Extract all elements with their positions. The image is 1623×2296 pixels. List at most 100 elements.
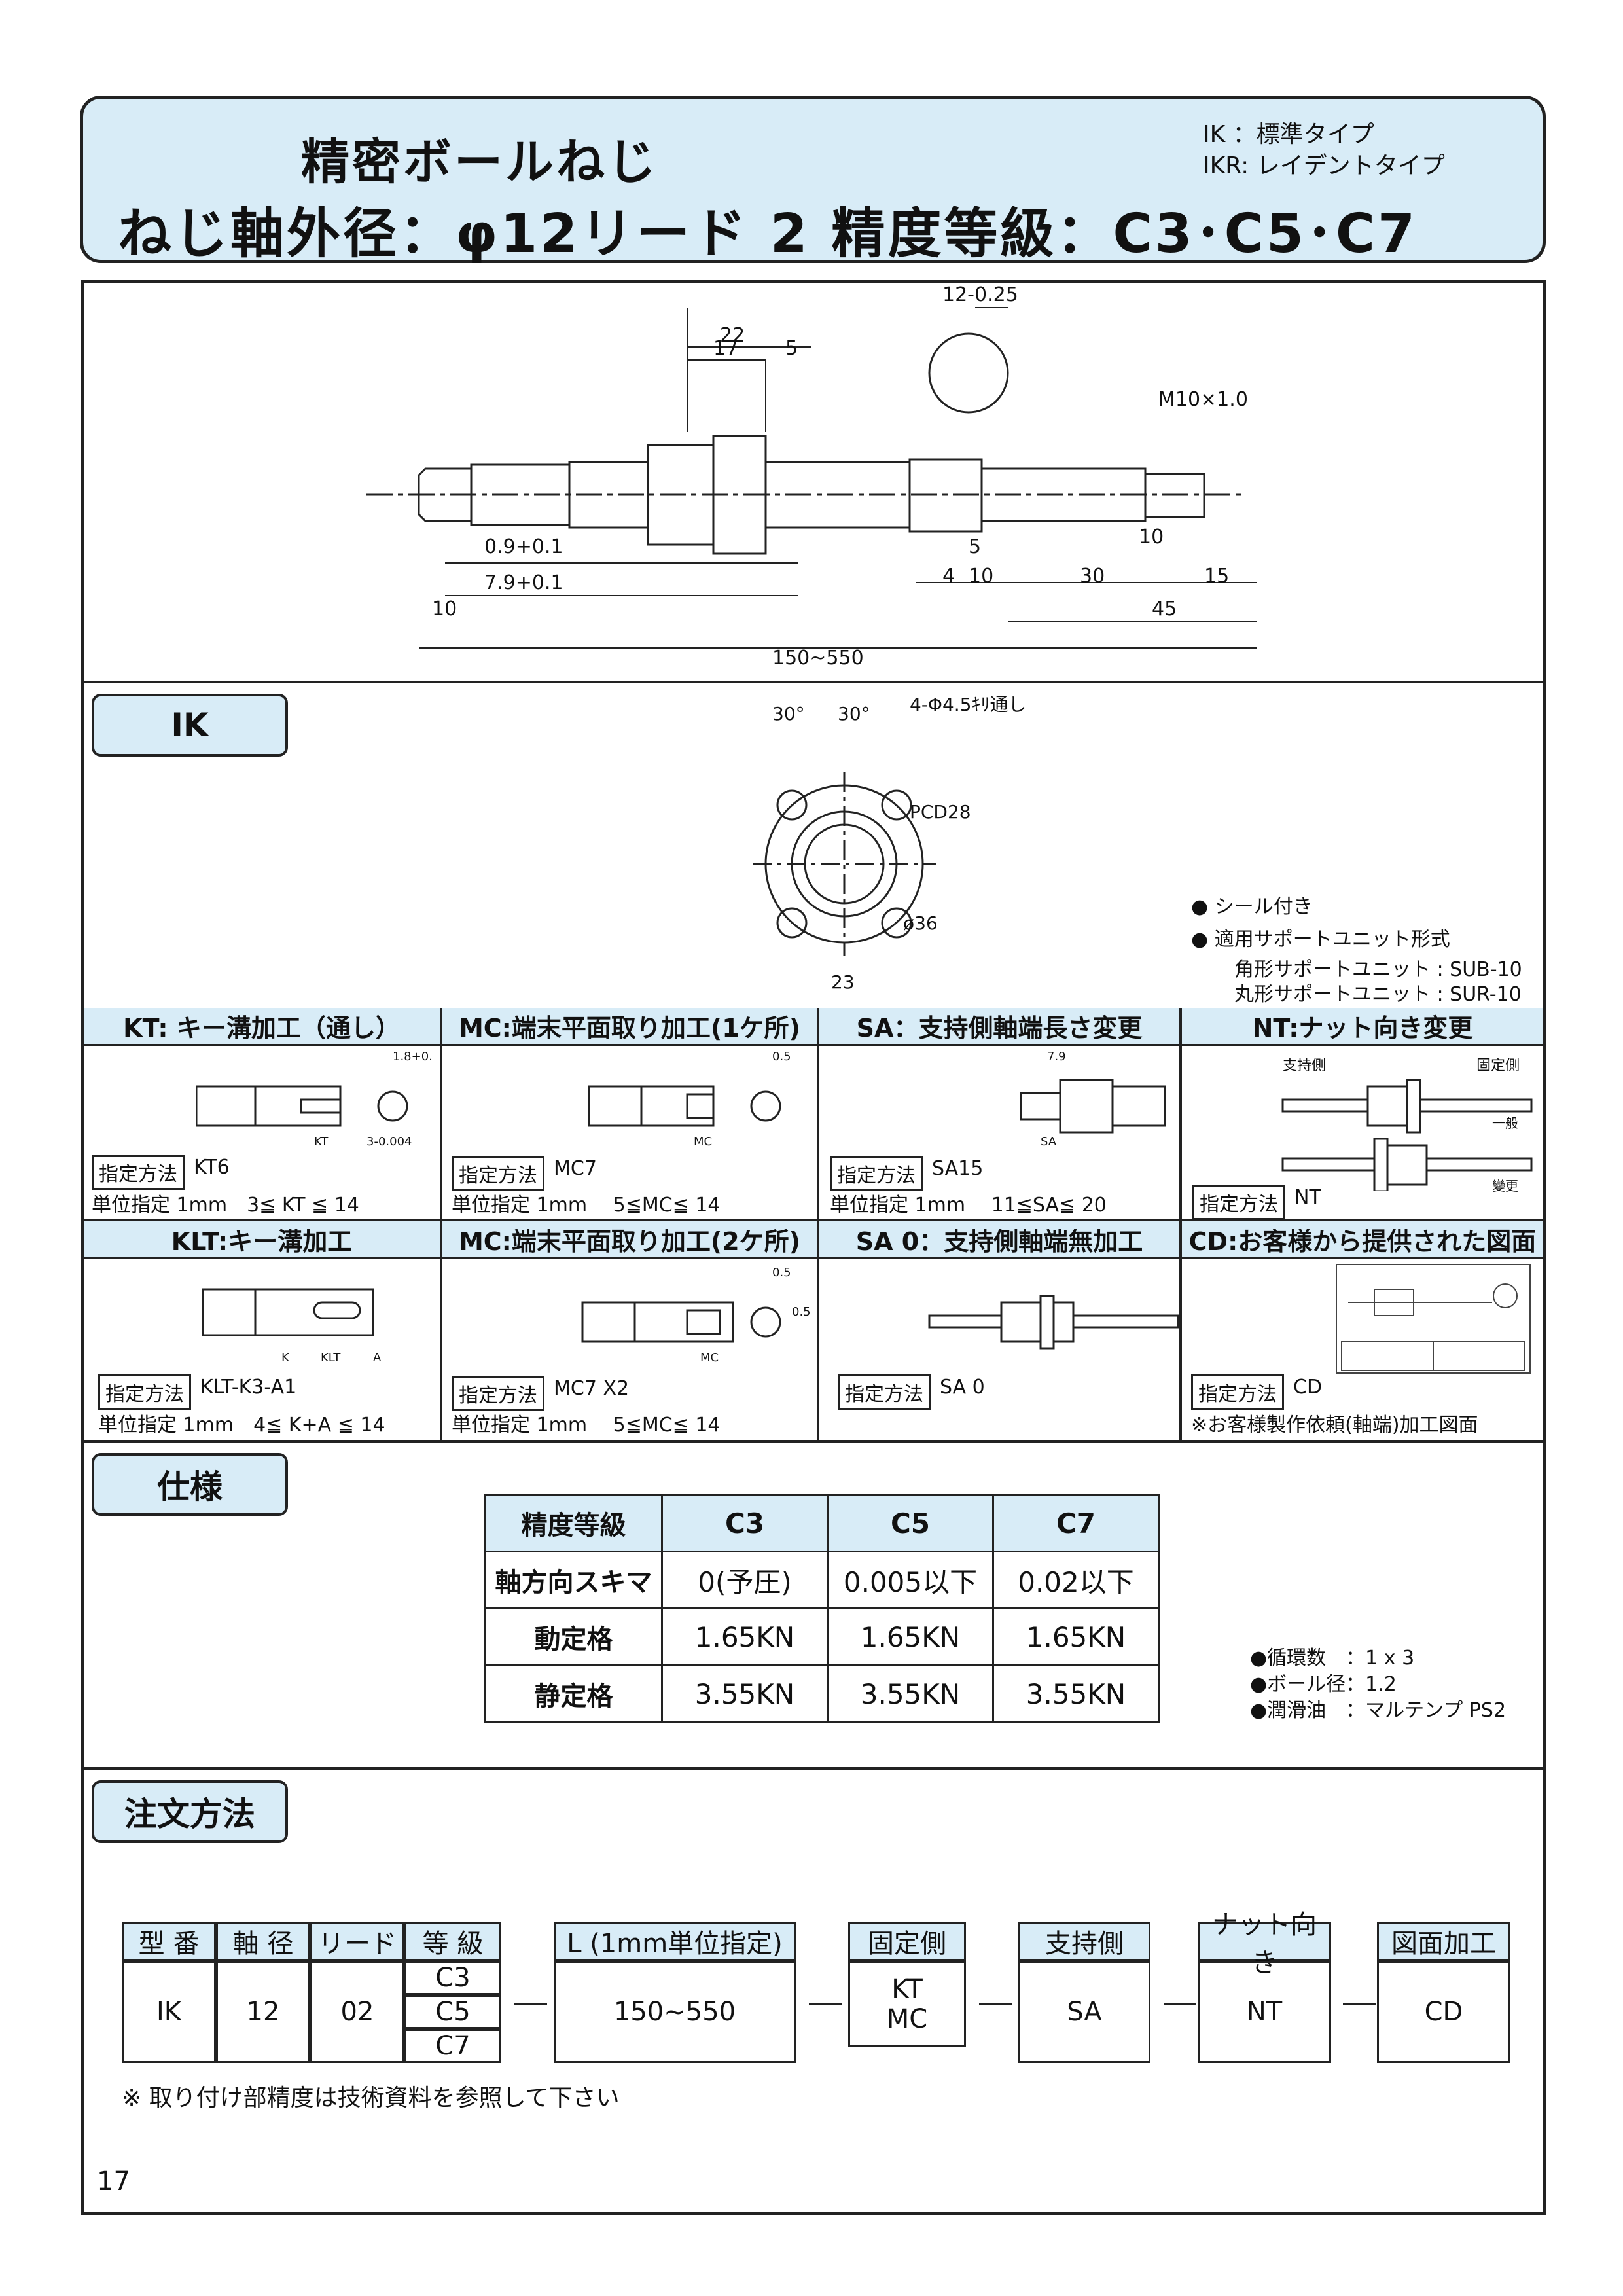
spec-row-label: 動定格	[484, 1607, 663, 1666]
spec-row-label: 静定格	[484, 1664, 663, 1723]
klt-spec-label: 指定方法	[98, 1374, 191, 1410]
svg-text:1.8+0.1: 1.8+0.1	[393, 1050, 432, 1064]
option-klt-title: KLT:キー溝加工	[84, 1221, 440, 1259]
svg-text:5: 5	[785, 337, 798, 360]
mc1-unit: 単位指定 1mm 5≦MC≦ 14	[452, 1194, 721, 1217]
content-frame	[81, 280, 1546, 2215]
spec-note-circuits: ●循環数 ：1 x 3	[1250, 1647, 1415, 1670]
spec-row-label: 軸方向スキマ	[484, 1551, 663, 1609]
spec-cell: 3.55KN	[661, 1664, 829, 1723]
sa0-drawing	[928, 1295, 1179, 1350]
mc2-spec-value: MC7 X2	[554, 1377, 630, 1400]
mc2-drawing: 0.50.5MC	[581, 1266, 811, 1365]
order-tag: 注文方法	[92, 1780, 288, 1843]
spec-cell: 1.65KN	[992, 1607, 1160, 1666]
option-mc2-title: MC:端末平面取り加工(2ケ所)	[442, 1221, 817, 1259]
svg-text:SA: SA	[1041, 1135, 1057, 1149]
order-drawing-val: CD	[1377, 1961, 1510, 2063]
type-ik-label: IK ：標準タイプ	[1203, 121, 1374, 148]
svg-text:23: 23	[831, 971, 855, 993]
order-nut-val: NT	[1198, 1961, 1331, 2063]
ballscrew-drawing: 12-0.25 22 17 5 M10×1.0 0.9+0.1 7.9+0.1 …	[366, 283, 1257, 670]
svg-text:15: 15	[1204, 565, 1229, 588]
svg-text:3-0.004: 3-0.004	[366, 1135, 412, 1149]
svg-text:K: K	[281, 1351, 290, 1365]
svg-text:30°: 30°	[838, 703, 870, 725]
spec-cell: 0(予圧)	[661, 1551, 829, 1609]
order-grade-c7: C7	[404, 2029, 501, 2063]
nt-changed-label: 變更	[1492, 1178, 1518, 1194]
spec-header-grade: 精度等級	[484, 1494, 663, 1552]
ik-note-seal: シール付き	[1214, 895, 1313, 918]
order-lead-head: リード	[310, 1922, 404, 1961]
order-note: ※ 取り付け部精度は技術資料を参照して下さい	[122, 2085, 620, 2111]
order-model-val: IK	[122, 1961, 216, 2063]
order-fixed-kt: KT	[891, 1974, 923, 2004]
svg-text:30: 30	[1080, 565, 1105, 588]
option-sa0-title: SA 0：支持側軸端無加工	[819, 1221, 1179, 1259]
kt-spec-value: KT6	[194, 1156, 230, 1179]
svg-text:12-0.25: 12-0.25	[942, 283, 1018, 306]
spec-cell: 1.65KN	[661, 1607, 829, 1666]
svg-text:M10×1.0: M10×1.0	[1158, 388, 1248, 411]
svg-text:22: 22	[720, 324, 745, 347]
svg-text:10: 10	[1139, 526, 1164, 548]
spec-header-c7: C7	[992, 1494, 1160, 1552]
svg-text:A: A	[373, 1351, 382, 1365]
cd-drawing-thumbnail	[1336, 1264, 1531, 1374]
spec-cell: 0.02以下	[992, 1551, 1160, 1609]
nt-side-support: 支持側	[1283, 1058, 1327, 1074]
nt-normal-label: 一般	[1492, 1115, 1518, 1131]
svg-text:0.5: 0.5	[772, 1266, 791, 1280]
svg-text:0.9+0.1: 0.9+0.1	[484, 535, 563, 558]
order-support-val: SA	[1018, 1961, 1150, 2063]
option-nt-title: NT:ナット向き変更	[1182, 1008, 1543, 1046]
sa-unit: 単位指定 1mm 11≦SA≦ 20	[830, 1194, 1107, 1217]
spec-table: 精度等級 C3 C5 C7 軸方向スキマ 0(予圧) 0.005以下 0.02以…	[484, 1494, 1160, 1723]
ik-tag: IK	[92, 694, 288, 757]
mc2-unit: 単位指定 1mm 5≦MC≦ 14	[452, 1414, 721, 1437]
mc1-spec-value: MC7	[554, 1157, 597, 1180]
svg-text:ø36: ø36	[903, 912, 938, 934]
order-drawing-head: 図面加工	[1377, 1922, 1510, 1961]
svg-text:KT: KT	[314, 1135, 329, 1149]
kt-spec-label: 指定方法	[92, 1155, 185, 1190]
kt-drawing: 1.8+0.1 3-0.004 KT	[196, 1050, 432, 1149]
svg-text:0.5: 0.5	[772, 1050, 791, 1064]
nt-spec-value: NT	[1294, 1186, 1321, 1209]
klt-spec-value: KLT-K3-A1	[200, 1376, 297, 1399]
order-nut-head: ナット向き	[1198, 1910, 1331, 1978]
svg-text:4-Φ4.5ｷﾘ通し: 4-Φ4.5ｷﾘ通し	[910, 694, 1027, 715]
svg-text:10: 10	[969, 565, 993, 588]
page-subtitle: ねじ軸外径：φ12リード 2 精度等級：C3･C5･C7	[118, 203, 1418, 265]
ik-note-support: 適用サポートユニット形式	[1214, 928, 1450, 951]
svg-text:45: 45	[1152, 598, 1177, 620]
order-l-val: 150~550	[554, 1961, 796, 2063]
svg-text:MC: MC	[694, 1135, 712, 1149]
sa-drawing: 7.9SA	[1020, 1050, 1166, 1149]
mc1-spec-label: 指定方法	[452, 1156, 544, 1191]
kt-unit: 単位指定 1mm 3≦ KT ≦ 14	[92, 1194, 359, 1217]
order-grade-c3: C3	[404, 1961, 501, 1995]
order-grade-c5: C5	[404, 1995, 501, 2029]
spec-cell: 3.55KN	[992, 1664, 1160, 1723]
nut-flange-drawing: 30° 30° 4-Φ4.5ｷﾘ通し PCD28 ø36 23	[753, 694, 1027, 993]
spec-cell: 1.65KN	[827, 1607, 994, 1666]
svg-text:7.9+0.1: 7.9+0.1	[484, 571, 563, 594]
order-dia-val: 12	[216, 1961, 310, 2063]
sa0-spec-label: 指定方法	[838, 1374, 931, 1410]
sub-round: 丸形サポートユニット : SUR-10	[1234, 983, 1522, 1006]
page-number: 17	[97, 2166, 130, 2197]
order-support-head: 支持側	[1018, 1922, 1150, 1961]
order-model-head: 型 番	[122, 1922, 216, 1961]
sa-spec-label: 指定方法	[830, 1156, 923, 1191]
svg-text:PCD28: PCD28	[910, 801, 971, 823]
header-banner	[80, 96, 1546, 263]
svg-text:7.9: 7.9	[1047, 1050, 1066, 1064]
svg-text:150~550: 150~550	[772, 647, 864, 670]
svg-text:17: 17	[713, 337, 738, 360]
option-cd-title: CD:お客様から提供された図面	[1182, 1221, 1543, 1259]
option-kt-title: KT: キー溝加工（通し）	[84, 1008, 440, 1046]
svg-text:30°: 30°	[772, 703, 805, 725]
